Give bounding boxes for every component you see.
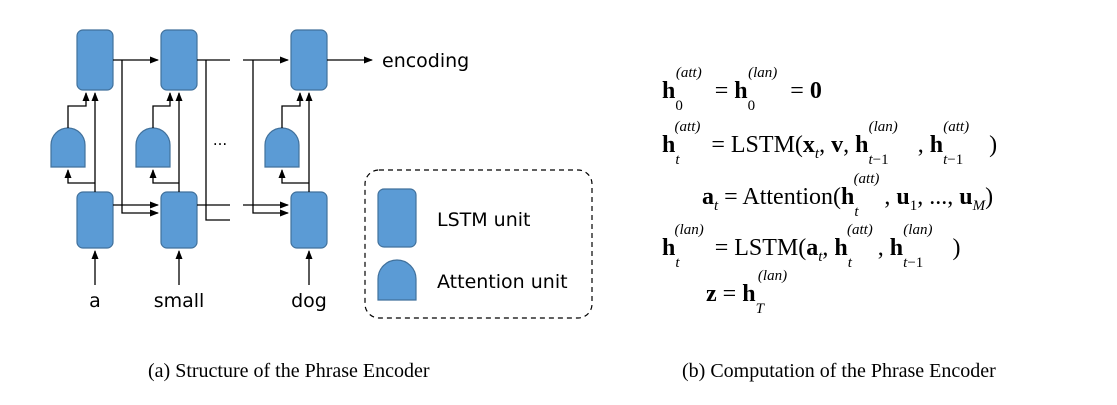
- input-word-2: small: [154, 290, 205, 312]
- input-word-1: a: [89, 290, 101, 312]
- legend-attention-label: Attention unit: [437, 271, 568, 293]
- equation-3: at = Attention(ht(att), u1, ..., uM): [702, 171, 994, 220]
- legend-lstm-icon: [377, 188, 417, 248]
- caption-b: (b) Computation of the Phrase Encoder: [682, 360, 996, 382]
- ellipsis: ...: [213, 131, 227, 149]
- legend-box: [364, 169, 593, 319]
- caption-a: (a) Structure of the Phrase Encoder: [148, 360, 430, 382]
- legend-attention-icon: [377, 259, 417, 301]
- lstm-unit-upper-2: [160, 29, 198, 91]
- lstm-unit-lower-3: [290, 191, 328, 249]
- lstm-unit-lower-2: [160, 191, 198, 249]
- connections-column-2: [149, 59, 230, 285]
- equation-5: z = hT(lan): [706, 268, 788, 317]
- input-word-3: dog: [291, 290, 327, 312]
- lstm-unit-upper-1: [76, 29, 114, 91]
- connections-column-1: [64, 56, 159, 285]
- equation-1: h0(att) = h0(lan) = 0: [662, 65, 822, 114]
- lstm-unit-upper-3: [290, 29, 328, 91]
- connections-column-3: [243, 56, 373, 285]
- attention-unit-2: [135, 127, 171, 168]
- legend-lstm-label: LSTM unit: [437, 209, 531, 231]
- output-label: encoding: [382, 50, 469, 72]
- attention-unit-1: [50, 127, 86, 168]
- lstm-unit-lower-1: [76, 191, 114, 249]
- equation-4: ht(lan) = LSTM(at, ht(att), ht−1(lan)): [662, 222, 961, 271]
- attention-unit-3: [264, 127, 300, 168]
- equation-2: ht(att) = LSTM(xt, v, ht−1(lan), ht−1(at…: [662, 119, 998, 168]
